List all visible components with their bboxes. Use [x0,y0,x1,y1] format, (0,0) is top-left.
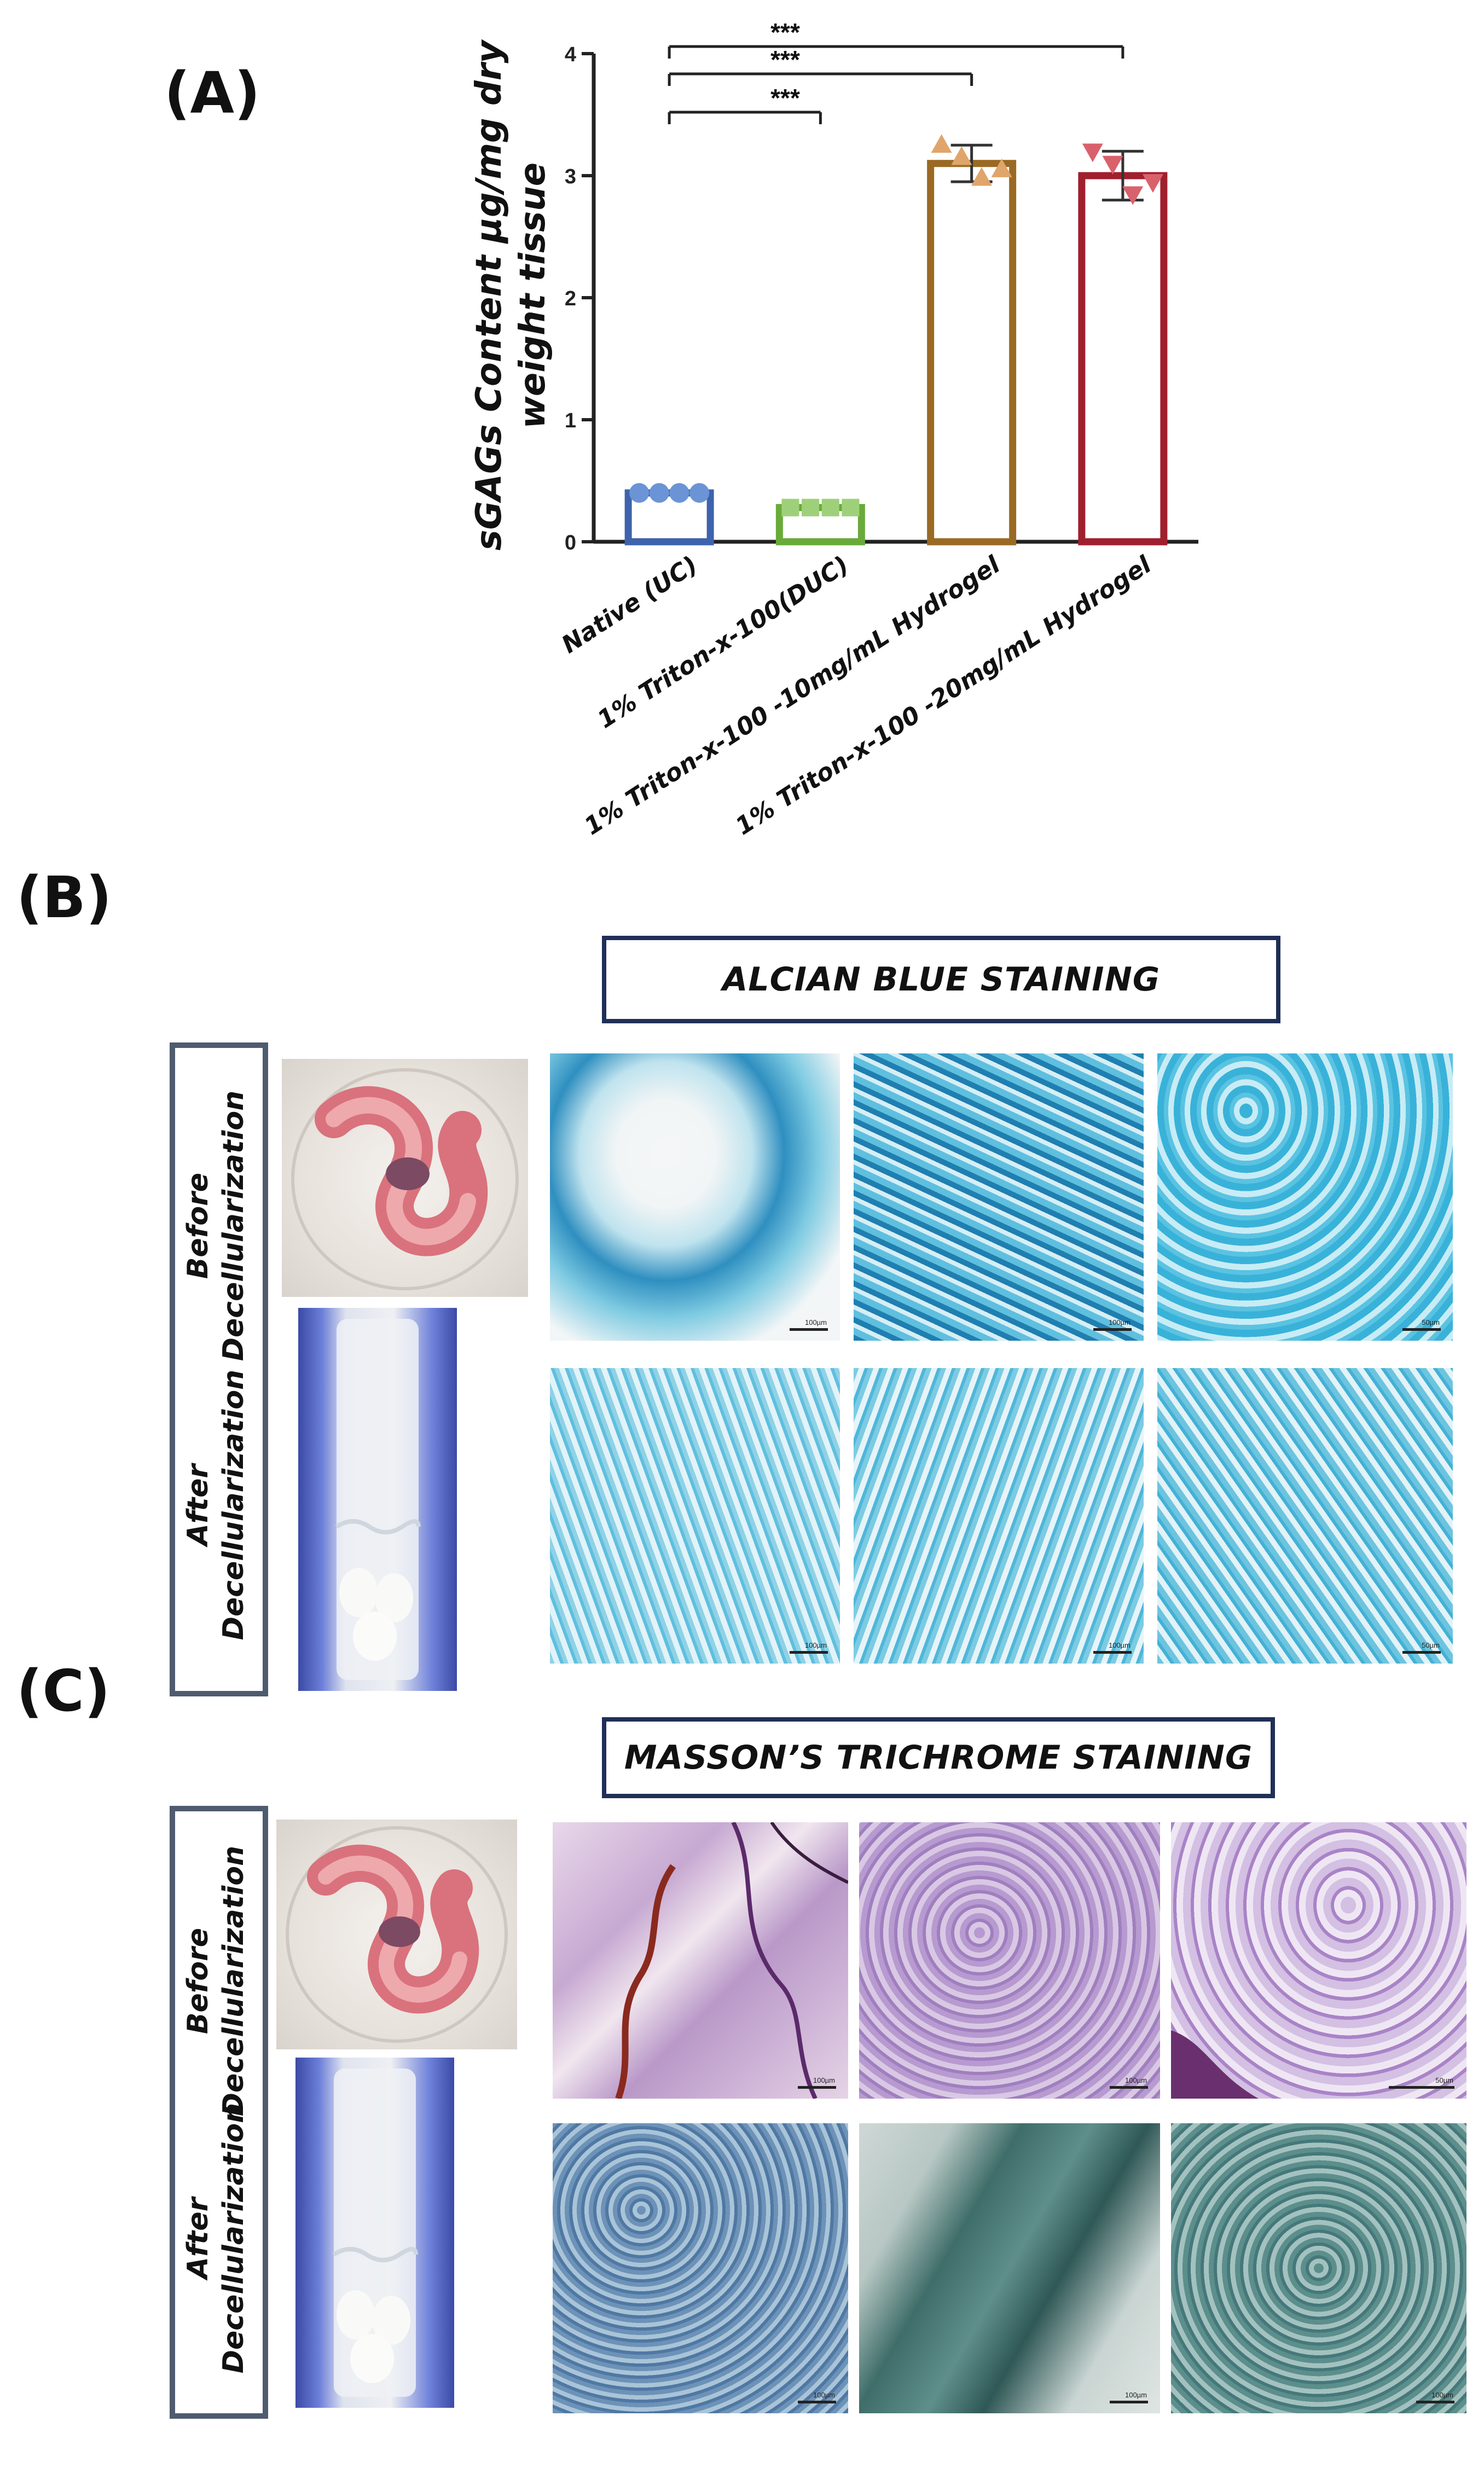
y-tick-label: 4 [565,43,576,66]
panel-label-c: (C) [16,1658,111,1724]
tissue-strands [615,1822,848,2099]
tissue-edge [1171,2030,1259,2099]
data-point [649,483,669,503]
masson-title: MASSON’S TRICHROME STAINING [624,1739,1253,1777]
data-point [821,499,839,517]
data-point [629,483,650,503]
data-point [1082,143,1103,163]
scale-label: 100µm [1431,2391,1453,2399]
significance-label: *** [770,84,800,112]
alcian-tile-2: 100µm [854,1053,1144,1341]
scale-label: 100µm [813,2076,835,2084]
alcian-after-line1: After [182,1464,215,1546]
scale-label: 100µm [804,1641,827,1649]
panel-label-a: (A) [164,60,260,126]
scale-bar [1389,2086,1454,2089]
alcian-title-box: ALCIAN BLUE STAINING [602,936,1280,1023]
data-point [842,499,860,517]
decellularized-tube-image [332,2069,418,2397]
alcian-before-photo [282,1059,528,1297]
masson-tile-5: 100µm [859,2123,1160,2413]
scale-label: 100µm [813,2391,835,2399]
masson-before-photo [276,1820,517,2049]
bar [1078,172,1168,546]
umbilical-cord-image [291,1068,519,1290]
data-point [951,146,972,165]
data-point [1122,186,1144,205]
alcian-after-label: After Decellularization [181,1275,257,1735]
data-point [931,134,952,153]
x-tick-label: 1% Triton-x-100(DUC) [593,551,854,734]
masson-after-photo [295,2058,454,2408]
scale-bar [1416,2401,1454,2403]
scale-bar [798,2086,836,2089]
decellularized-tube-image [335,1319,421,1680]
scale-label: 100µm [1124,2076,1147,2084]
scale-label: 100µm [804,1318,827,1326]
alcian-tile-5: 100µm [854,1368,1144,1664]
alcian-tile-6: 50µm [1157,1368,1453,1664]
scale-label: 100µm [1108,1318,1131,1326]
panel-label-b: (B) [16,864,112,931]
alcian-after-line2: Decellularization [217,1369,250,1641]
scale-bar [1093,1651,1132,1654]
umbilical-cord-image [286,1826,508,2043]
masson-after-line1: After [182,2197,215,2279]
scale-bar [798,2401,836,2403]
data-point [689,483,710,503]
scale-label: 50µm [1422,1641,1440,1649]
scale-label: 50µm [1435,2076,1453,2084]
masson-title-box: MASSON’S TRICHROME STAINING [602,1717,1275,1798]
masson-tile-6: 100µm [1171,2123,1466,2413]
masson-tile-2: 100µm [859,1822,1160,2099]
data-point [781,499,799,517]
scale-label: 100µm [1108,1641,1131,1649]
scale-bar [1110,2086,1148,2089]
y-axis-label-line1: sGAGs Content µg/mg dry [469,39,509,551]
alcian-tile-4: 100µm [550,1368,840,1664]
x-tick-label: Native (UC) [557,551,703,659]
y-tick-label: 0 [565,531,576,554]
data-point [669,483,689,503]
significance-label: *** [770,18,800,47]
scale-bar [790,1328,828,1331]
masson-after-label: After Decellularization [181,2008,257,2468]
alcian-tile-1: 100µm [550,1053,840,1341]
masson-tile-1: 100µm [553,1822,848,2099]
masson-after-line2: Decellularization [217,2102,250,2374]
alcian-after-photo [298,1308,457,1691]
masson-row-label-box [170,1806,268,2419]
scale-bar [1093,1328,1132,1331]
data-point [1102,155,1123,175]
data-point [971,167,992,186]
y-tick-label: 1 [565,409,576,432]
alcian-row-label-box [170,1042,268,1696]
masson-tile-3: 50µm [1171,1822,1466,2099]
data-point [802,499,820,517]
scale-bar [790,1651,828,1654]
scale-bar [1402,1328,1441,1331]
y-axis-label-line2: weight tissue [513,163,553,428]
scale-label: 50µm [1422,1318,1440,1326]
scale-label: 100µm [1124,2391,1147,2399]
data-point [991,158,1012,177]
data-point [1142,174,1163,193]
y-tick-label: 3 [565,165,576,188]
scale-bar [1402,1651,1441,1654]
scale-bar [1110,2401,1148,2403]
bar [927,160,1017,546]
masson-tile-4: 100µm [553,2123,848,2413]
y-tick-label: 2 [565,287,576,310]
alcian-tile-3: 50µm [1157,1053,1453,1341]
significance-label: *** [770,45,800,74]
alcian-title: ALCIAN BLUE STAINING [722,960,1161,999]
